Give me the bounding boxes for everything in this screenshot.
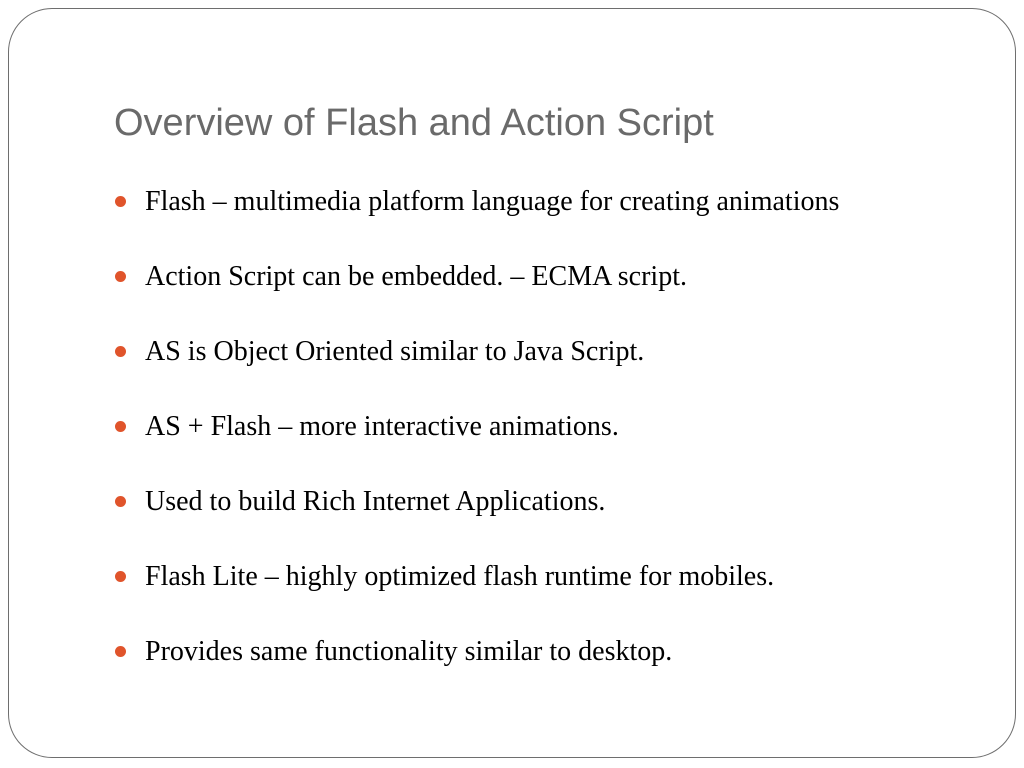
slide-title: Overview of Flash and Action Script — [114, 102, 714, 144]
bullet-text: Used to build Rich Internet Applications… — [145, 486, 606, 517]
list-item: AS + Flash – more interactive animations… — [114, 408, 994, 483]
bullet-list: Flash – multimedia platform language for… — [114, 183, 994, 708]
slide-frame — [8, 8, 1016, 758]
bullet-text: Flash Lite – highly optimized flash runt… — [145, 561, 775, 592]
bullet-text: Provides same functionality similar to d… — [145, 636, 673, 667]
bullet-icon — [115, 421, 126, 432]
bullet-text: AS is Object Oriented similar to Java Sc… — [145, 336, 645, 367]
bullet-icon — [115, 196, 126, 207]
bullet-text: AS + Flash – more interactive animations… — [145, 411, 619, 442]
bullet-icon — [115, 271, 126, 282]
list-item: AS is Object Oriented similar to Java Sc… — [114, 333, 994, 408]
bullet-icon — [115, 571, 126, 582]
bullet-text: Action Script can be embedded. – ECMA sc… — [145, 261, 687, 292]
list-item: Action Script can be embedded. – ECMA sc… — [114, 258, 994, 333]
bullet-text: Flash – multimedia platform language for… — [145, 186, 840, 217]
list-item: Used to build Rich Internet Applications… — [114, 483, 994, 558]
bullet-icon — [115, 346, 126, 357]
list-item: Flash Lite – highly optimized flash runt… — [114, 558, 994, 633]
list-item: Flash – multimedia platform language for… — [114, 183, 994, 258]
list-item: Provides same functionality similar to d… — [114, 633, 994, 708]
bullet-icon — [115, 646, 126, 657]
bullet-icon — [115, 496, 126, 507]
